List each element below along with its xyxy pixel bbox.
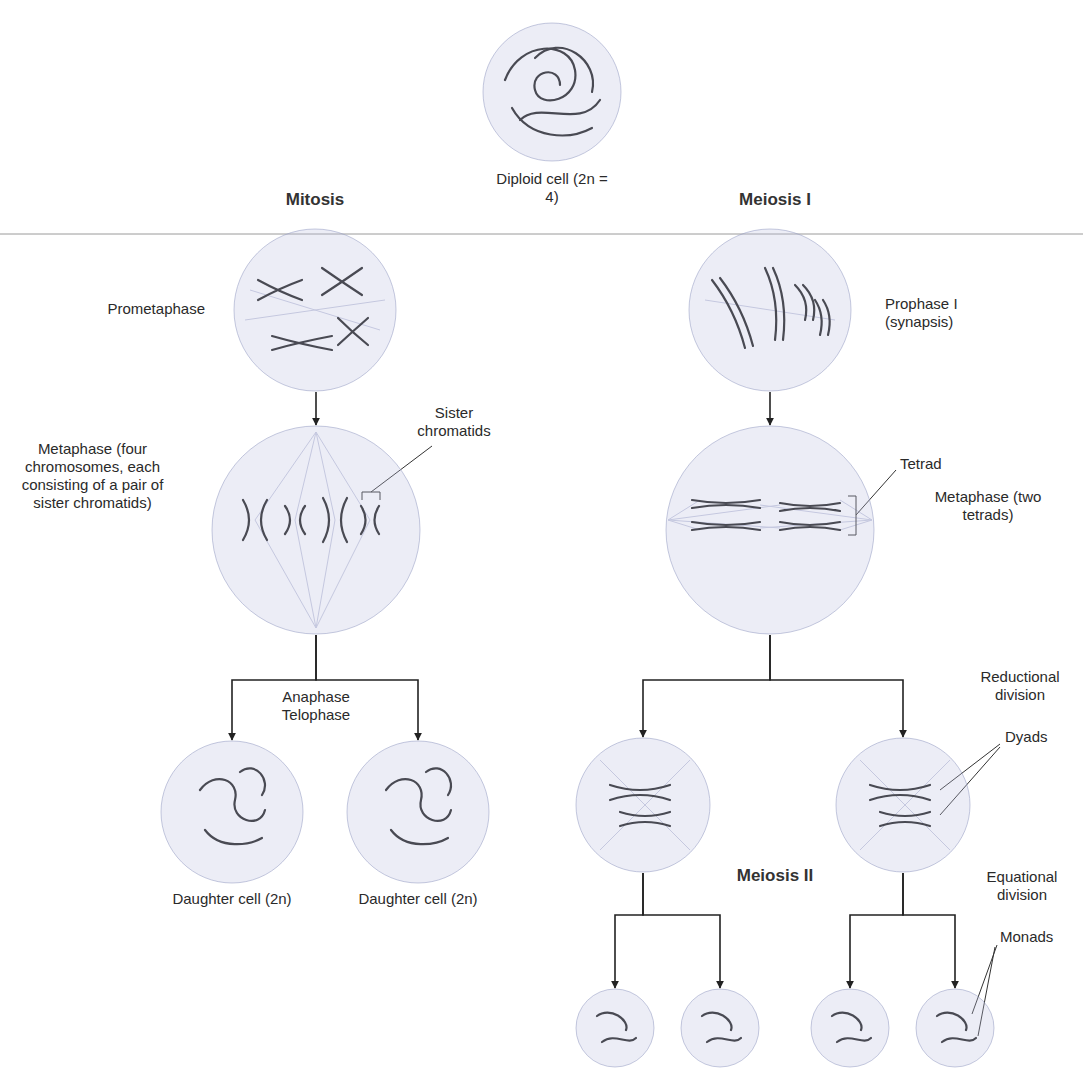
column-heading: Meiosis I bbox=[715, 190, 835, 210]
flow-arrow bbox=[316, 635, 418, 740]
cell-node: Prometaphase bbox=[233, 228, 397, 392]
chromosomes bbox=[200, 48, 976, 1042]
cell-membrane bbox=[811, 989, 889, 1067]
cell-membrane bbox=[234, 229, 396, 391]
cell-node bbox=[575, 988, 655, 1068]
callout-label: Dyads bbox=[1005, 728, 1075, 746]
flow-arrow bbox=[615, 873, 643, 988]
flow-arrow bbox=[232, 635, 316, 740]
flow-arrow bbox=[643, 635, 770, 737]
cell-node: Prophase I (synapsis) bbox=[688, 228, 852, 392]
phase-label: Anaphase Telophase bbox=[271, 688, 361, 724]
cell-outline bbox=[211, 425, 421, 635]
cell-label: Diploid cell (2n = 4) bbox=[492, 170, 612, 206]
cell-membrane bbox=[836, 738, 970, 872]
column-heading: Mitosis bbox=[255, 190, 375, 210]
cell-outline bbox=[688, 228, 852, 392]
cell-membrane bbox=[576, 989, 654, 1067]
cell-outline bbox=[233, 228, 397, 392]
cell-node: Daughter cell (2n) bbox=[346, 740, 490, 884]
cell-membrane bbox=[483, 23, 621, 161]
cell-outline bbox=[575, 988, 655, 1068]
callout-label: Monads bbox=[1000, 928, 1075, 946]
cell-node bbox=[915, 988, 995, 1068]
flow-arrow bbox=[315, 392, 317, 425]
cell-node bbox=[810, 988, 890, 1068]
cell-node: Diploid cell (2n = 4) bbox=[482, 22, 622, 162]
cell-membrane bbox=[161, 741, 303, 883]
cell-membrane bbox=[681, 989, 759, 1067]
flow-arrow bbox=[903, 873, 955, 988]
cell-outline bbox=[915, 988, 995, 1068]
flow-arrow bbox=[850, 873, 903, 988]
cell-outline bbox=[160, 740, 304, 884]
division-label: Equational division bbox=[972, 868, 1072, 904]
cell-outline bbox=[680, 988, 760, 1068]
cell-membrane bbox=[347, 741, 489, 883]
cell-outline bbox=[482, 22, 622, 162]
cell-node bbox=[575, 737, 711, 873]
cell-outline bbox=[835, 737, 971, 873]
cell-membrane bbox=[689, 229, 851, 391]
cell-label: Daughter cell (2n) bbox=[358, 890, 478, 908]
cell-membrane bbox=[666, 426, 874, 634]
cell-label: Prophase I (synapsis) bbox=[885, 295, 1005, 331]
cell-outline bbox=[665, 425, 875, 635]
division-label: Reductional division bbox=[965, 668, 1075, 704]
cell-node bbox=[680, 988, 760, 1068]
cell-outline bbox=[346, 740, 490, 884]
divider-line bbox=[0, 234, 1083, 235]
flow-arrow bbox=[770, 635, 903, 737]
cell-node: Metaphase (two tetrads) bbox=[665, 425, 875, 635]
cell-membrane bbox=[212, 426, 420, 634]
column-heading: Meiosis II bbox=[715, 866, 835, 886]
cell-label: Daughter cell (2n) bbox=[172, 890, 292, 908]
flow-arrow bbox=[643, 873, 720, 988]
cell-node: Daughter cell (2n) bbox=[160, 740, 304, 884]
cell-outline bbox=[575, 737, 711, 873]
cell-outline bbox=[810, 988, 890, 1068]
callout-label: Sister chromatids bbox=[408, 404, 500, 440]
cell-label: Metaphase (two tetrads) bbox=[923, 488, 1053, 524]
cell-node: Metaphase (four chromosomes, each consis… bbox=[211, 425, 421, 635]
cell-membrane bbox=[576, 738, 710, 872]
flow-arrow bbox=[769, 392, 771, 425]
cell-label: Prometaphase bbox=[45, 300, 205, 318]
cell-label: Metaphase (four chromosomes, each consis… bbox=[5, 440, 180, 512]
cell-node bbox=[835, 737, 971, 873]
cell-membrane bbox=[916, 989, 994, 1067]
callout-label: Tetrad bbox=[900, 455, 960, 473]
